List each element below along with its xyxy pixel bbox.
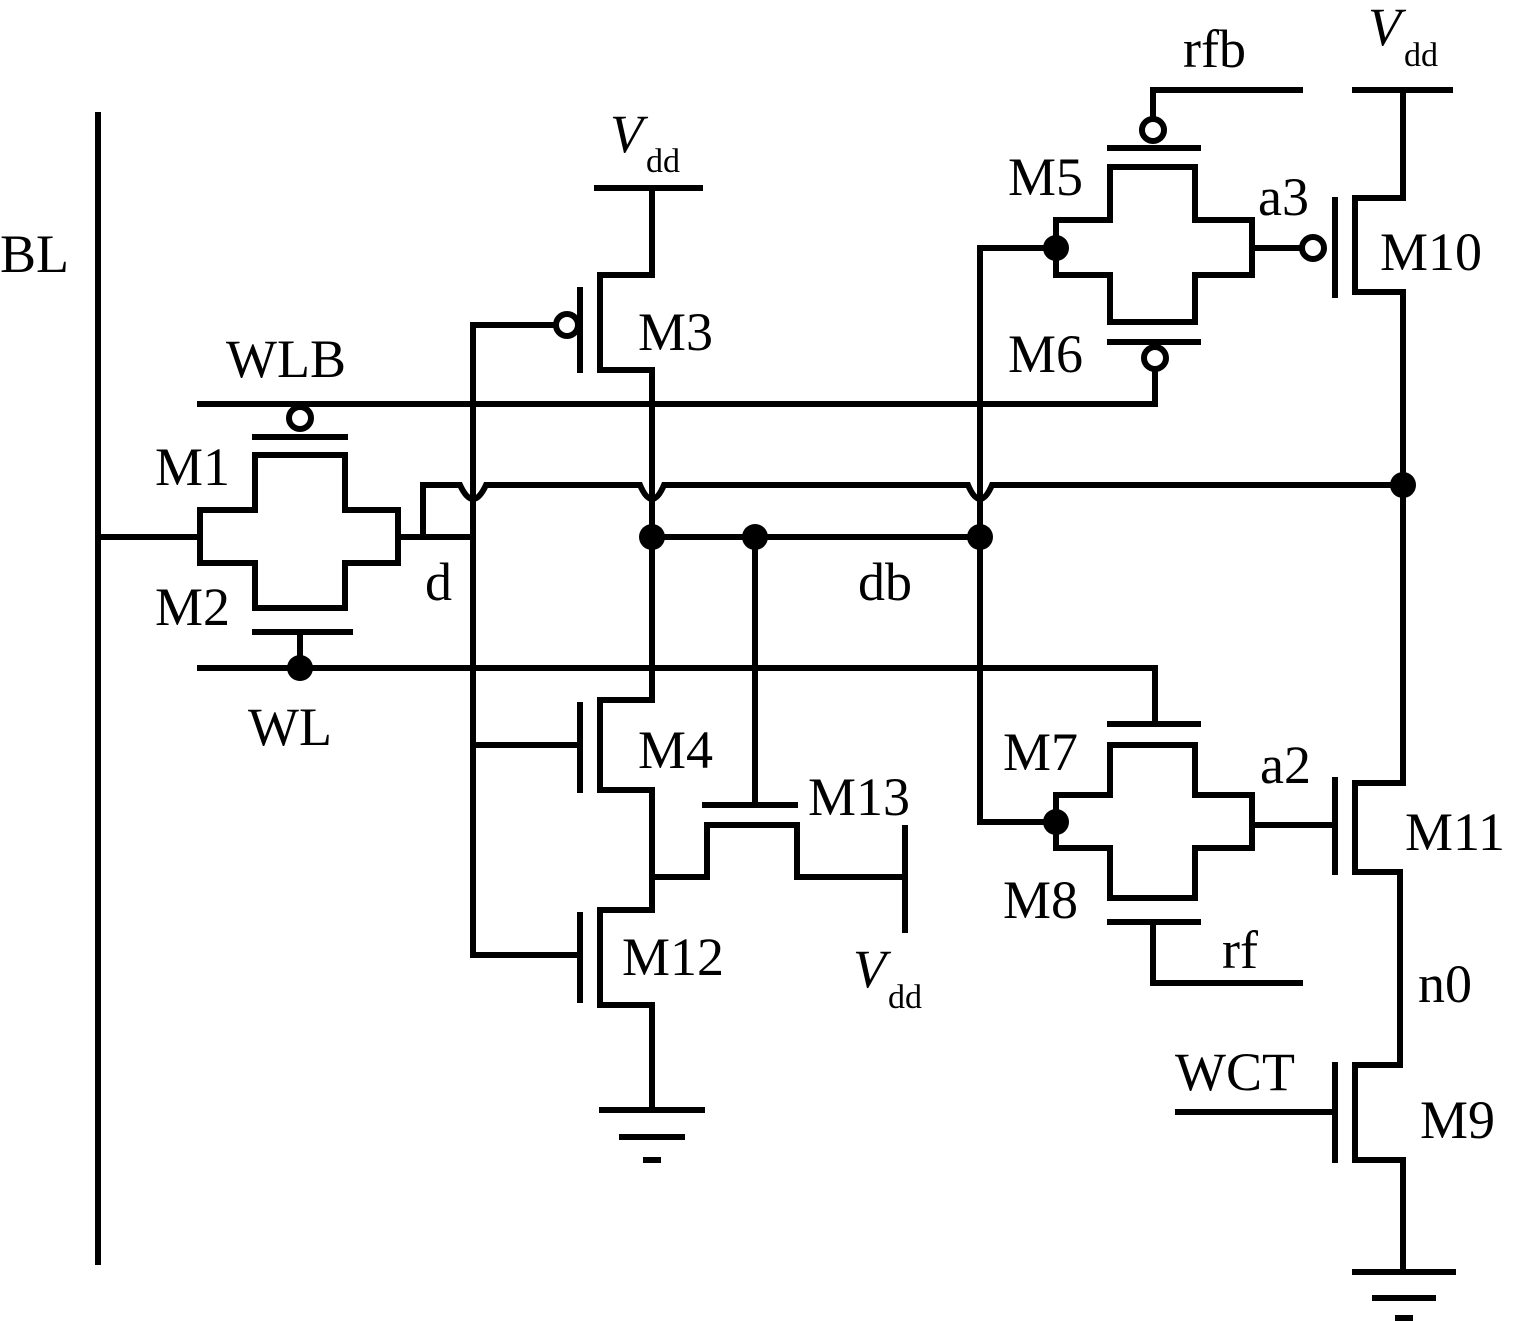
node-db-wire (639, 524, 993, 550)
ground-symbol-2 (1352, 1269, 1456, 1321)
transistor-m10 (1332, 87, 1453, 786)
vdd-label-m3: V dd (610, 104, 680, 180)
transistor-m3 (577, 185, 703, 540)
label-rf: rf (1222, 920, 1258, 980)
wl-wire (197, 665, 1158, 727)
label-m6: M6 (1008, 324, 1083, 384)
vdd-label-m10: V dd (1368, 0, 1438, 74)
transistor-m4 (577, 534, 655, 880)
transistor-m13 (649, 534, 908, 933)
label-m5: M5 (1008, 147, 1083, 207)
vdd-v-m13: V (853, 939, 892, 999)
vdd-label-m13: V dd (853, 939, 922, 1016)
vdd-v-m3: V (610, 104, 649, 164)
label-m3: M3 (638, 302, 713, 362)
transistor-m9 (1175, 1062, 1406, 1275)
transmission-gate-m5-m6 (1053, 87, 1327, 345)
label-m4: M4 (638, 720, 713, 780)
label-a2: a2 (1260, 735, 1311, 795)
label-m9: M9 (1420, 1090, 1495, 1150)
node-d-wire (470, 311, 583, 958)
label-bl: BL (0, 224, 69, 284)
label-a3: a3 (1258, 167, 1309, 227)
label-m10: M10 (1380, 222, 1482, 282)
vdd-v-m10: V (1368, 0, 1407, 57)
label-m1: M1 (155, 437, 230, 497)
label-db: db (858, 552, 912, 612)
label-d: d (425, 552, 452, 612)
label-n0: n0 (1418, 954, 1472, 1014)
transistor-m11 (1332, 777, 1406, 1068)
label-m12: M12 (622, 927, 724, 987)
label-wct: WCT (1175, 1042, 1295, 1102)
label-m11: M11 (1405, 802, 1505, 862)
vdd-sub-m3: dd (646, 143, 680, 180)
transistor-m12 (577, 874, 655, 1113)
vdd-sub-m13: dd (888, 979, 922, 1016)
label-wlb: WLB (226, 329, 346, 389)
label-m8: M8 (1003, 870, 1078, 930)
ground-symbol-1 (599, 1107, 705, 1163)
wlb-wire (197, 344, 1169, 407)
label-m7: M7 (1003, 722, 1078, 782)
transmission-gate-m1-m2 (197, 401, 476, 681)
label-wl: WL (248, 697, 332, 757)
bitline-wire (95, 112, 203, 1265)
label-m2: M2 (155, 577, 230, 637)
label-rfb: rfb (1183, 19, 1246, 79)
crossing-wire (420, 472, 1416, 540)
label-m13: M13 (808, 767, 910, 827)
transmission-gate-m7-m8 (1053, 721, 1338, 986)
vdd-sub-m10: dd (1404, 37, 1438, 74)
